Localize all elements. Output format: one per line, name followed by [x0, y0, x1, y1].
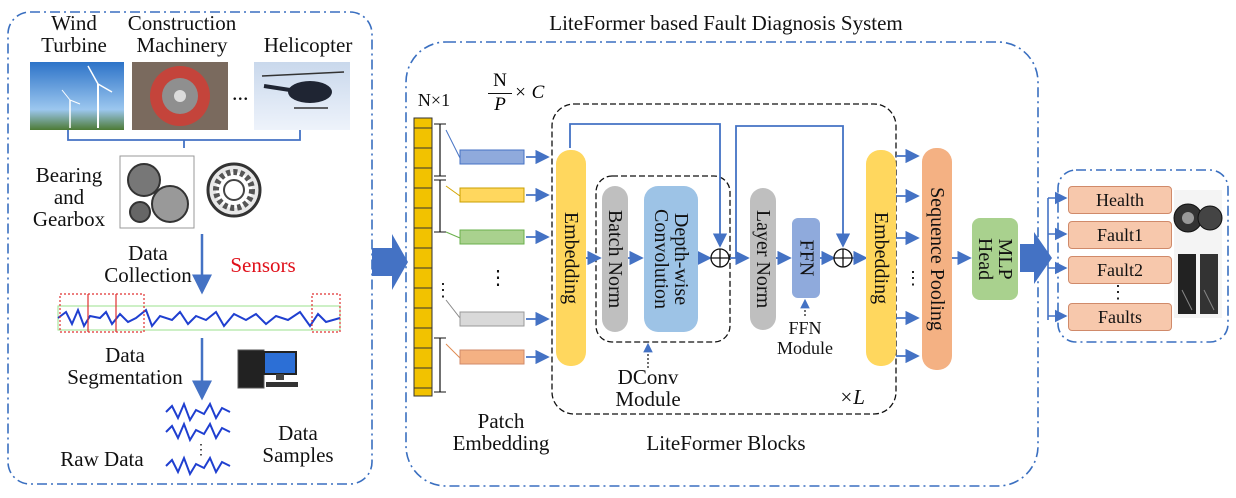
- svg-text:⋮: ⋮: [434, 280, 452, 300]
- liteformer-blocks-label: LiteFormer Blocks: [646, 431, 806, 455]
- raw-signal: [57, 293, 341, 333]
- raw-data-label: Raw Data: [60, 447, 144, 471]
- bearing-photo: [206, 162, 262, 218]
- embedding-in-text: Embedding: [560, 211, 582, 305]
- data-samples-signals: ⋮: [165, 401, 231, 477]
- embedding-in-block: Embedding: [556, 150, 586, 366]
- fault-sample-photos: [1173, 190, 1223, 318]
- source-construction-machinery: Construction Machinery: [127, 11, 237, 57]
- blocks-border: [551, 103, 897, 415]
- patch-size-numerator: N: [493, 70, 507, 91]
- output-ellipsis: ⋮: [1109, 282, 1127, 302]
- output-panel-border: [1057, 169, 1229, 343]
- sequence-pooling-text: Sequence Pooling: [926, 187, 948, 331]
- gearbox-photo: [119, 155, 195, 229]
- patch-size-denominator: P: [494, 94, 506, 115]
- layer-norm-block: Layer Norm: [750, 188, 776, 330]
- repeat-label: ×L: [839, 385, 865, 409]
- patch-vectors: ⋮: [445, 129, 525, 365]
- data-collection-label: Data Collection: [104, 241, 192, 287]
- svg-text:⋮: ⋮: [488, 267, 508, 289]
- mlp-head-text: MLP Head: [974, 237, 1016, 281]
- mlp-head-block: MLP Head: [972, 218, 1018, 300]
- dwconv-text: Depth-wise Convolution: [650, 208, 693, 310]
- source-wind-turbine: Wind Turbine: [41, 11, 107, 57]
- layer-norm-text: Layer Norm: [752, 209, 775, 309]
- source-helicopter: Helicopter: [263, 33, 353, 57]
- data-samples-label: Data Samples: [262, 421, 334, 467]
- dwconv-block: Depth-wise Convolution: [644, 186, 698, 332]
- patch-size-label: N P × C: [486, 70, 556, 120]
- big-arrow-in: [372, 234, 408, 290]
- dconv-module-label: DConv Module: [615, 365, 681, 411]
- data-segmentation-label: Data Segmentation: [67, 343, 183, 389]
- patch-embedding-label: Patch Embedding: [452, 409, 550, 455]
- output-health: Health: [1068, 186, 1172, 214]
- ffn-text: FFN: [795, 239, 818, 277]
- svg-text:⋮: ⋮: [904, 268, 922, 288]
- ffn-module-label: FFN Module: [777, 318, 833, 358]
- sequence-pooling-block: Sequence Pooling: [922, 148, 952, 370]
- sources-bracket: [67, 130, 301, 148]
- batch-norm-block: Batch Norm: [602, 186, 628, 332]
- system-title: LiteFormer based Fault Diagnosis System: [549, 11, 903, 35]
- output-faults: Faults: [1068, 303, 1172, 331]
- svg-text:⋮: ⋮: [194, 443, 208, 458]
- input-signal-bar: ⋮: [413, 117, 452, 397]
- input-size-label: N×1: [417, 90, 451, 110]
- computer-icon: [237, 349, 298, 389]
- system-panel-border: [405, 41, 1039, 487]
- output-fault1: Fault1: [1068, 221, 1172, 249]
- ffn-block: FFN: [792, 218, 820, 298]
- component-label: Bearing and Gearbox: [32, 163, 106, 231]
- wind-turbine-photo: [30, 62, 124, 130]
- residual-add-1: [710, 248, 730, 268]
- output-fault2: Fault2: [1068, 256, 1172, 284]
- patch-size-channels: × C: [514, 82, 545, 103]
- sensors-label: Sensors: [230, 253, 296, 277]
- batch-norm-text: Batch Norm: [604, 209, 626, 309]
- residual-add-2: [833, 248, 853, 268]
- embedding-out-block: Embedding: [866, 150, 896, 366]
- construction-machinery-photo: [132, 62, 228, 130]
- helicopter-photo: [254, 62, 350, 130]
- big-arrow-out: [1020, 232, 1052, 284]
- embedding-out-text: Embedding: [870, 211, 892, 305]
- sources-ellipsis: ...: [232, 80, 249, 105]
